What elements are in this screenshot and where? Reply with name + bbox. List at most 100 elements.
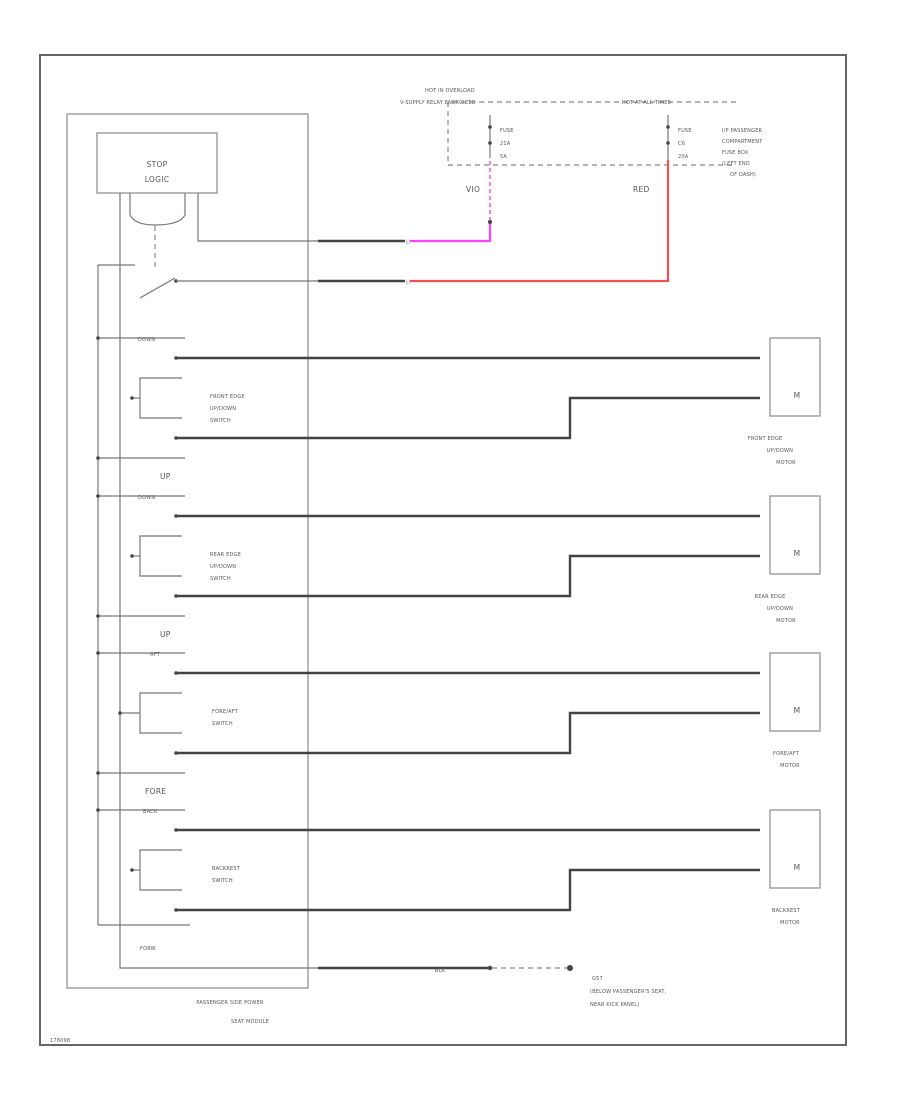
- relay-switch-blade: [139, 277, 176, 299]
- motor-wire-b: [176, 711, 760, 755]
- switch-bracket: [139, 692, 182, 734]
- motor-label-1: BACKREST: [772, 908, 801, 914]
- hot-at-all-times: HOT AT ALL TIMES: [622, 100, 671, 106]
- fuse-box-label-1: I/P PASSENGER: [722, 128, 763, 134]
- fuse-right-label: FUSE: [678, 128, 692, 134]
- stop-logic-wire-a: [197, 193, 318, 242]
- contact: [96, 808, 100, 812]
- motor-symbol: M: [794, 549, 801, 558]
- motor-label-1: FRONT EDGE: [748, 436, 783, 442]
- stop-logic-box: [96, 132, 218, 194]
- motor-symbol: M: [794, 391, 801, 400]
- switch-group-2: AFT FORE FORE/AFT SWITCH M FORE/AFT MOTO…: [96, 651, 821, 796]
- ground-wire-color: BLK: [435, 968, 446, 974]
- motor-label-2: MOTOR: [780, 763, 800, 769]
- motor-symbol: M: [794, 863, 801, 872]
- hot-label-2: V-SUPPLY RELAY ENERGIZED: [400, 100, 476, 106]
- switch-top-label: AFT: [150, 652, 161, 658]
- switch-name-1: BACKREST: [212, 866, 241, 872]
- fuse-left-bottom: [488, 141, 492, 145]
- fuse-left-label: FUSE: [500, 128, 514, 134]
- motor-label-2: UP/DOWN: [767, 448, 793, 454]
- switch-bottom-label: UP: [160, 472, 171, 481]
- contact: [96, 494, 100, 498]
- module-label-1: PASSENGER SIDE POWER: [196, 1000, 264, 1006]
- switch-name-2: SWITCH: [212, 721, 233, 727]
- fuse-right-num: C6: [678, 141, 685, 147]
- contact: [118, 711, 122, 715]
- module-label-2: SEAT MODULE: [231, 1019, 269, 1025]
- switch-bracket: [139, 377, 182, 419]
- fuse-box-frame: [447, 102, 736, 166]
- motor-wire-b: [176, 554, 760, 598]
- switch-bottom-label: UP: [160, 630, 171, 639]
- ground-label-2: (BELOW PASSENGER'S SEAT,: [590, 989, 667, 995]
- switch-group-0: DOWN UP FRONT EDGE UP/DOWN SWITCH M FRON…: [96, 336, 821, 481]
- switch-bracket: [139, 535, 182, 577]
- switch-group-3: BACK FORW BACKREST SWITCH M BACKREST MOT…: [96, 808, 821, 952]
- fuse-box-label-3: FUSE BOX: [722, 150, 749, 156]
- fuse-box-label-2: COMPARTMENT: [722, 139, 763, 145]
- motor-label-1: REAR EDGE: [755, 594, 786, 600]
- seat-module-box: [66, 113, 309, 989]
- motor-label-3: MOTOR: [776, 618, 796, 624]
- switch-name-1: REAR EDGE: [210, 552, 241, 558]
- diagram-frame: [39, 54, 847, 1046]
- motor-label-3: MOTOR: [776, 460, 796, 466]
- switch-name-3: SWITCH: [210, 576, 231, 582]
- fuse-left-amp: 5A: [500, 154, 507, 160]
- contact: [96, 614, 100, 618]
- wire-red: [410, 160, 670, 283]
- motor-wire-b: [176, 868, 760, 912]
- fuse-right-bottom: [666, 141, 670, 145]
- motor-box: [769, 337, 821, 417]
- ground-label-3: NEAR KICK PANEL): [590, 1002, 639, 1008]
- contact: [96, 771, 100, 775]
- switch-name-2: UP/DOWN: [210, 406, 236, 412]
- contact: [130, 396, 134, 400]
- motor-box: [769, 809, 821, 889]
- motor-label-2: MOTOR: [780, 920, 800, 926]
- motor-box: [769, 495, 821, 575]
- switch-bottom-label: FORE: [145, 787, 166, 796]
- switch-top-label: BACK: [143, 809, 158, 815]
- contact: [96, 651, 100, 655]
- wire-label-red: RED: [633, 185, 650, 194]
- violet-splice-dot: [488, 220, 492, 224]
- motor-box: [769, 652, 821, 732]
- motor-wire-b: [176, 396, 760, 440]
- stop-logic-label-1: STOP: [147, 160, 168, 169]
- contact: [130, 868, 134, 872]
- fuse-left-top: [488, 125, 492, 129]
- motor-label-2: UP/DOWN: [767, 606, 793, 612]
- diagram-code: 178098: [50, 1038, 70, 1044]
- contact: [96, 456, 100, 460]
- contact: [130, 554, 134, 558]
- wire-violet: [410, 221, 492, 243]
- connector-vio: 〈〉: [403, 240, 413, 246]
- switch-name-2: UP/DOWN: [210, 564, 236, 570]
- motor-symbol: M: [794, 706, 801, 715]
- connector-red: 〈〉: [403, 280, 413, 286]
- switch-top-label: DOWN: [138, 495, 155, 501]
- wire-label-vio: VIO: [466, 185, 480, 194]
- motor-label-1: FORE/AFT: [773, 751, 800, 757]
- fuse-right-amp: 20A: [678, 154, 689, 160]
- ground-label-1: G57: [592, 976, 603, 982]
- contact: [96, 336, 100, 340]
- fuse-box-label-5: OF DASH): [730, 172, 756, 178]
- switch-name-3: SWITCH: [210, 418, 231, 424]
- switch-bracket: [139, 849, 182, 891]
- fuse-left-num: 21A: [500, 141, 511, 147]
- stop-logic-label-2: LOGIC: [145, 175, 170, 184]
- ground-point-icon: [567, 965, 573, 971]
- switch-name-2: SWITCH: [212, 878, 233, 884]
- switch-name-1: FRONT EDGE: [210, 394, 245, 400]
- switch-name-1: FORE/AFT: [212, 709, 239, 715]
- stop-logic-relay: [129, 193, 186, 226]
- switch-top-label: DOWN: [138, 337, 155, 343]
- ground-splice-dot: [487, 965, 493, 971]
- switch-bottom-label: FORW: [140, 946, 156, 952]
- hot-label-1: HOT IN OVERLOAD: [425, 88, 475, 94]
